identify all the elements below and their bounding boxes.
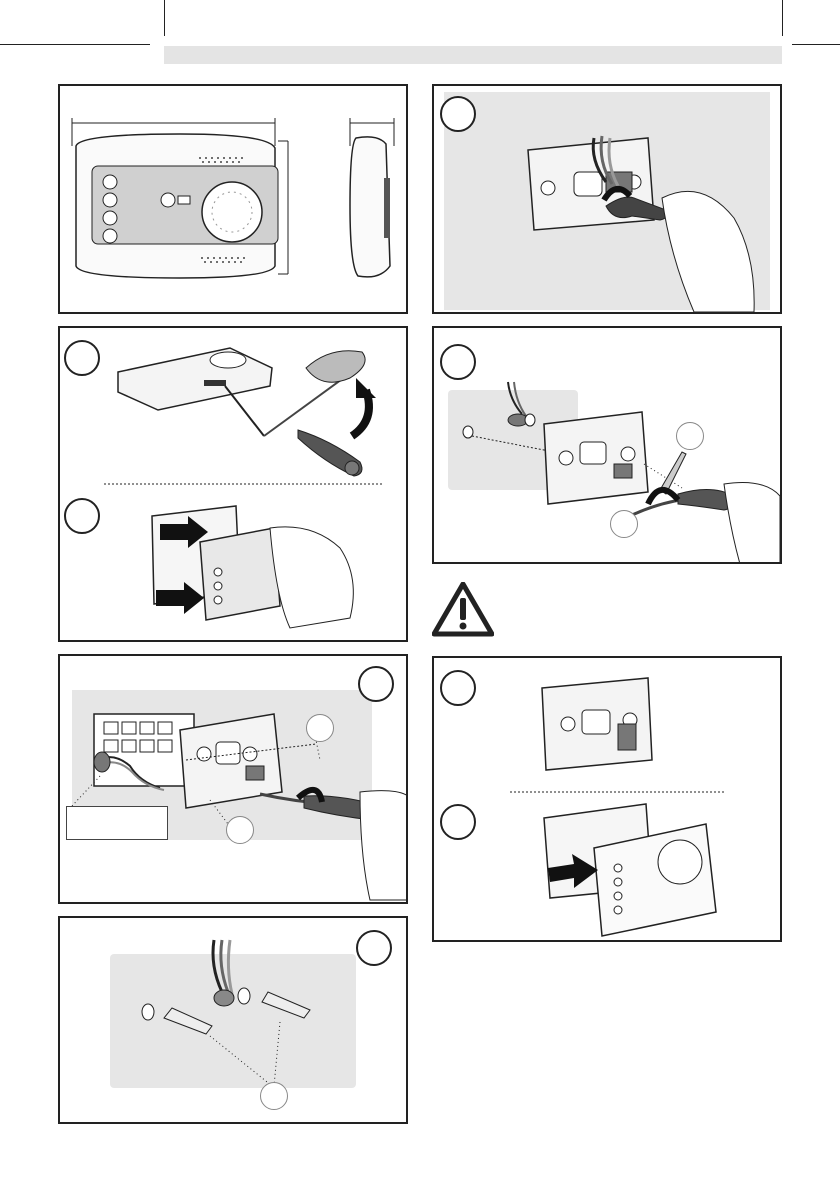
callout-circle [260, 1082, 288, 1110]
label-box [66, 806, 168, 840]
open-cover-drawing [60, 328, 408, 642]
wiring-drawing [434, 86, 782, 314]
crop-mark [0, 44, 150, 45]
panel-dimensions [58, 84, 408, 314]
callout-circle [226, 816, 254, 844]
surface-mount-drawing [434, 328, 782, 564]
crop-mark [782, 0, 783, 36]
warning-triangle-svg [432, 582, 494, 638]
panel-wiring [432, 84, 782, 314]
panel-wall-plugs [58, 916, 408, 1124]
panel-close-cover [432, 656, 782, 942]
warning-triangle-icon [432, 582, 494, 638]
panel-open-cover [58, 326, 408, 642]
callout-circle [306, 714, 334, 742]
panel-wall-box-mount [58, 654, 408, 904]
crop-mark [792, 44, 840, 45]
wall-plugs-drawing [60, 918, 408, 1124]
crop-mark [164, 0, 165, 36]
callout-circle [676, 422, 704, 450]
header-bar [164, 46, 782, 64]
panel-surface-mount [432, 326, 782, 564]
thermostat-front-drawing [60, 86, 408, 314]
close-cover-drawing [434, 658, 782, 942]
callout-circle [610, 510, 638, 538]
wall-box-drawing [60, 656, 408, 904]
